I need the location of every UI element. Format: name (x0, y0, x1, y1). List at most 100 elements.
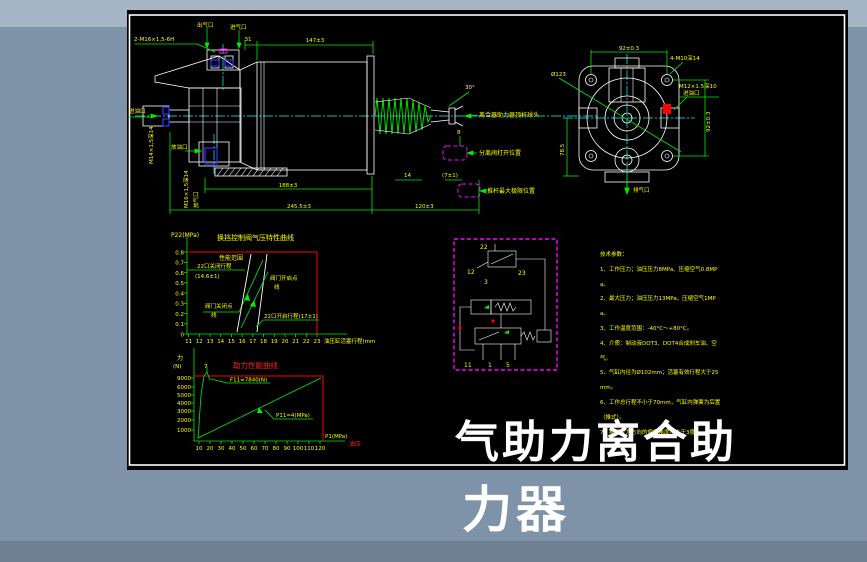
chart2-ytick: 3000 (177, 409, 191, 415)
chart1-ann-close-stroke: 22口关闭行程 (197, 262, 232, 270)
chart1-xtick: 23 (314, 339, 321, 345)
chart1-ytick: 0.5 (175, 281, 184, 287)
chart1-ann-close-pt: 阀门关闭点 (205, 302, 233, 310)
chart1-xtick: 19 (271, 339, 278, 345)
chart2-ann-line: P11=4(MPa) (276, 413, 310, 419)
chart2-ytick: 6000 (177, 385, 191, 391)
chart1-ytick: 0 (181, 332, 185, 338)
cad-drawing: 出气口 进气口 2-M16×1,5-6H 31 147±3 进油口 M14×1,… (128, 14, 846, 466)
chart2-ytick: 1000 (177, 428, 191, 434)
tech-param-line: 1、工作压力；油压压力8MPa、压缩空气0.8MPa。 (600, 266, 718, 288)
tech-param-line: 7、推杆受力方向的偏摆角度不大于3度。 (600, 429, 701, 436)
fork-open-position-outline (442, 145, 468, 161)
dim-7: (7±1) (442, 173, 458, 179)
chart1-xtick: 21 (292, 339, 299, 345)
chart2-xtick: 30 (218, 446, 225, 452)
chart2-xlabel-2: 油压 (349, 440, 361, 448)
note-rod-limit: 推杆最大极限位置 (487, 187, 535, 195)
thread-right-label: M12×1.5深10 (679, 82, 717, 90)
chart1-ann-open-pt2: 线 (274, 283, 280, 291)
tech-params-block: 技术参数： 1、工作压力；油压压力8MPa、压缩空气0.8MPa。 2、最大压力… (600, 248, 721, 440)
chart2-ylabel-2: (N) (173, 364, 181, 370)
note-ball-head: 离合器助力器顶杆球头 (479, 111, 539, 119)
chart2-xlabel: P1(MPa) (325, 434, 347, 440)
dim-245: 245.5±3 (287, 204, 311, 210)
port-out-label: 出气口 (197, 21, 214, 29)
chart1-xtick: 18 (260, 339, 267, 345)
chart1-xtick: 16 (239, 339, 246, 345)
schematic-label-11: 11 (464, 362, 472, 369)
note-valve-open: 分离阀打开位置 (479, 149, 521, 157)
chart2-ytick: 2000 (177, 418, 191, 424)
tech-param-line: 6、工作总行程不小于70mm，气缸内弹簧为后置（推式）。 (600, 399, 721, 421)
chart1-ytick: 0.8 (175, 251, 184, 257)
chart2-ytick: 9000 (177, 376, 191, 382)
chart2-xtick: 40 (229, 446, 236, 452)
angle-30: 30° (465, 85, 475, 91)
drawing-title-line2: 力器 (462, 481, 570, 539)
chart1-ytick: 0.6 (175, 271, 184, 277)
side-view-dimensions (129, 28, 487, 214)
schematic-label-12: 12 (467, 269, 475, 276)
tech-param-line: 2、最大压力；油压压力13MPa，压缩空气1MPa。 (600, 296, 716, 318)
chart1-xtick: 13 (207, 339, 214, 345)
chart2-ann-peak: F11=7840(N) (230, 378, 267, 384)
schematic-label-3: 3 (484, 279, 488, 286)
chart1-ytick: 0.2 (175, 312, 184, 318)
chart1-title: 换挡控制阀气压特性曲线 (217, 233, 294, 242)
dim-78: 78.5 (560, 143, 566, 156)
chart1-xtick: 20 (281, 339, 288, 345)
port-in-label: 进气口 (230, 23, 247, 31)
side-view: 出气口 进气口 2-M16×1,5-6H 31 147±3 进油口 M14×1,… (129, 21, 597, 214)
chart2-title: 助力性能曲线 (233, 360, 278, 370)
vent-port-label: 放气口 (192, 191, 200, 208)
schematic-label-1: 1 (488, 362, 492, 369)
dim-188: 188±3 (279, 183, 298, 189)
oil-inlet-label: 进油口 (129, 107, 146, 115)
dim-92-top: 92±0.3 (619, 46, 640, 52)
drawing-title-line1: 气助力离合助 (455, 417, 737, 468)
chart2-ytick: 5000 (177, 393, 191, 399)
chart1-xtick: 14 (217, 339, 224, 345)
holes-label: 4-M10深14 (670, 54, 700, 62)
chart2-xtick: 20 (207, 446, 214, 452)
oil-drain-label: 放油口 (171, 143, 188, 151)
dim-120: 120±3 (415, 204, 434, 210)
dim-8: 8 (457, 130, 461, 136)
red-connector (663, 104, 671, 114)
schematic-label-22: 22 (480, 244, 488, 251)
chart1-subtitle: 性能范围 (219, 254, 243, 262)
thread-left-label: M14×1,5深14 (147, 126, 155, 164)
thread-top-label: 2-M16×1,5-6H (134, 37, 174, 43)
front-view: 92±0.3 Ø123 78.5 4-M10深14 M12×1.5深10 进油口… (551, 46, 719, 196)
dim-92-right: 92±0.3 (706, 111, 712, 132)
window-chrome-bottom (0, 541, 867, 562)
chart1-ann-open-pt: 阀门开启点 (270, 274, 298, 282)
chart1-ytick: 0.1 (175, 322, 184, 328)
chart1-ytick: 0.3 (175, 302, 184, 308)
dia-123: Ø123 (551, 71, 566, 78)
front-view-dimensions (558, 50, 719, 196)
chart-valve-pressure: 换挡控制阀气压特性曲线 性能范围 P22(MPa) 0.8 0.7 0.6 0.… (171, 232, 375, 345)
chart2-ylabel-1: 力 (177, 354, 183, 362)
tech-params-title: 技术参数： (600, 252, 628, 258)
tech-param-line: 4、介质：制动液DOT3、DOT4合成刹车油、空气。 (600, 340, 717, 362)
chart1-xtick: 12 (196, 339, 203, 345)
chart1-ytick: 0.7 (175, 261, 184, 267)
chart1-xtick: 11 (185, 339, 192, 345)
drawing-frame (128, 14, 846, 466)
cad-drawing-canvas[interactable]: 出气口 进气口 2-M16×1,5-6H 31 147±3 进油口 M14×1,… (127, 10, 848, 470)
dim-31: 31 (245, 37, 252, 43)
chart2-xtick: 50 (240, 446, 247, 452)
front-oil-inlet-label: 进油口 (683, 89, 700, 97)
chart1-ann-open-stroke: 22口开启行程(17±1) (264, 312, 318, 320)
chart1-xtick: 22 (303, 339, 310, 345)
tech-param-line: 5、气缸内径为Ø102mm；活塞有效行程大于25mm。 (600, 370, 719, 392)
chart1-xtick: 15 (228, 339, 235, 345)
chart-boost-performance: 助力性能曲线 力 (N) 7 F11=7840(N) P11=4(MPa) 90… (173, 348, 361, 452)
chart1-ytick: 0.4 (175, 292, 184, 298)
chart1-ann-close-pt2: 线 (211, 311, 217, 319)
dim-14: 14 (404, 173, 411, 179)
chart2-xtick: 110 (304, 446, 315, 452)
